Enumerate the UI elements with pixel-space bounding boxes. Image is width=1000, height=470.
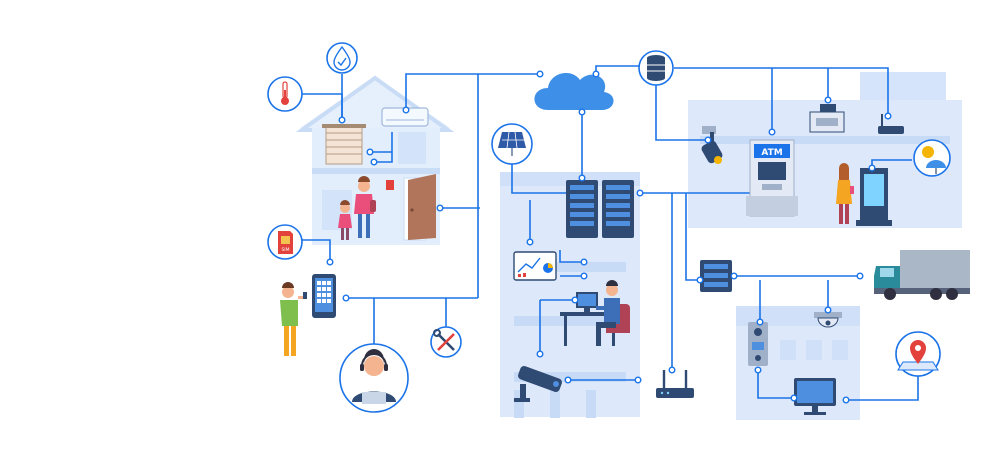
sim-card-label: SIM xyxy=(281,247,289,253)
database-icon xyxy=(638,50,674,86)
network-lines xyxy=(295,65,919,401)
air-conditioner xyxy=(381,107,429,127)
server-racks xyxy=(566,180,634,238)
atm-label: ATM xyxy=(761,148,782,158)
intercom-panel xyxy=(748,322,768,366)
wifi-router xyxy=(656,370,694,398)
info-kiosk xyxy=(856,168,892,226)
atm-machine: ATM xyxy=(746,139,798,217)
family-people xyxy=(338,176,376,240)
small-router xyxy=(878,114,904,134)
delivery-truck xyxy=(874,250,970,300)
tools-icon xyxy=(430,326,462,358)
display-monitor xyxy=(794,378,836,415)
support-agent xyxy=(339,343,409,413)
map-pin-icon xyxy=(895,331,941,377)
security-camera xyxy=(514,366,562,402)
ceiling-spotlight xyxy=(701,126,723,164)
alarm-box xyxy=(386,180,394,190)
sim-card-icon: SIM xyxy=(267,224,303,260)
analytics-monitor xyxy=(513,251,557,281)
person-with-phone xyxy=(280,282,307,356)
cloud-icon xyxy=(534,73,614,110)
weather-icon xyxy=(913,139,951,177)
thermometer-icon xyxy=(267,76,303,112)
cash-register xyxy=(809,104,845,133)
dome-camera xyxy=(814,312,842,328)
edge-server xyxy=(700,260,732,292)
solar-panel-icon xyxy=(491,123,533,165)
window-blinds xyxy=(322,124,366,165)
water-drop-icon xyxy=(326,42,358,74)
office-worker-desk xyxy=(560,280,630,346)
shopper-woman xyxy=(836,163,854,224)
front-door xyxy=(403,174,436,241)
connector-dots xyxy=(326,70,892,404)
tablet-device xyxy=(312,274,336,318)
